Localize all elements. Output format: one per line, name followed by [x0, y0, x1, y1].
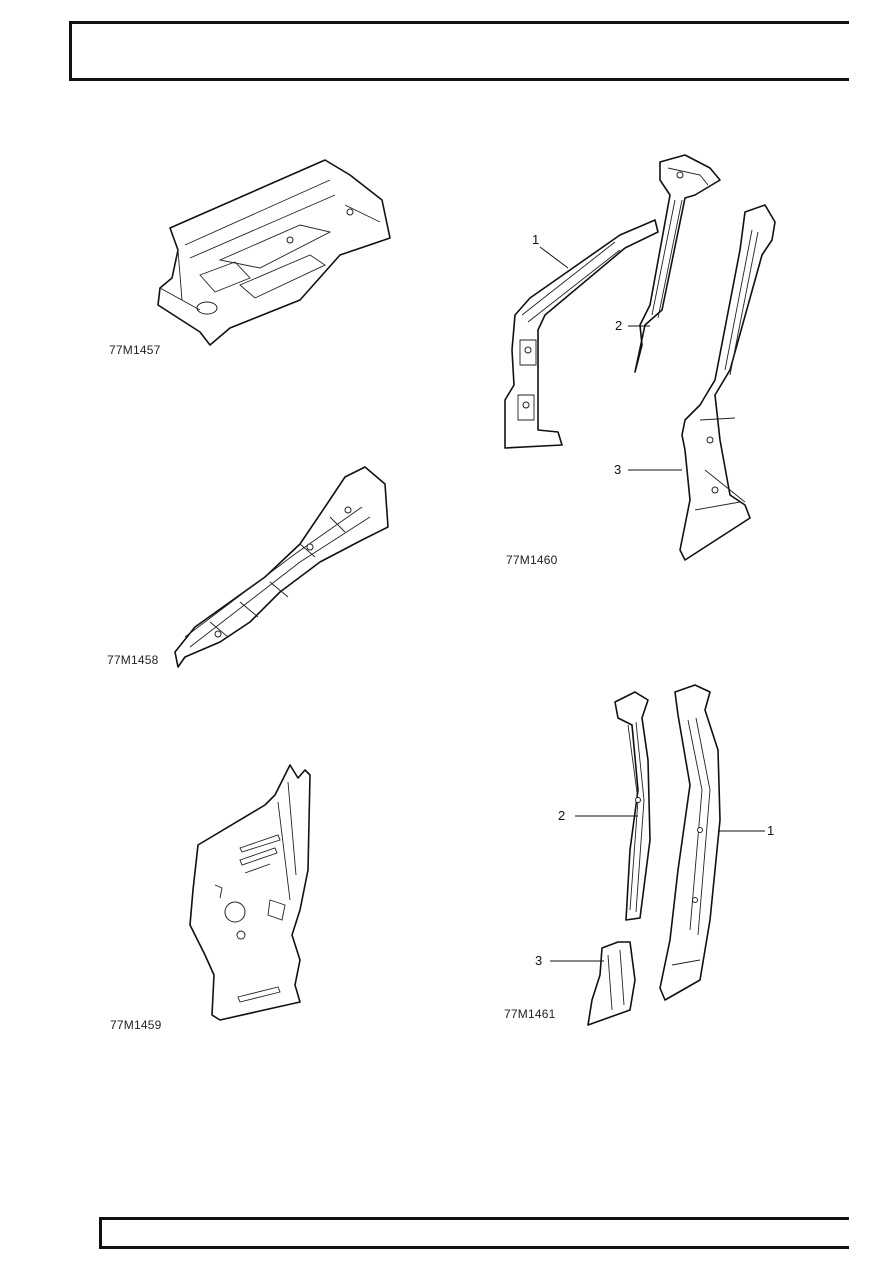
page-header-frame — [69, 21, 849, 81]
callout-label: 3 — [614, 462, 622, 477]
floor-panel-illustration — [157, 159, 391, 346]
figure-code-77m1458: 77M1458 — [107, 653, 159, 667]
figure-code-77m1460: 77M1460 — [506, 553, 558, 567]
callout-label: 1 — [532, 232, 540, 247]
callout-label: 3 — [535, 953, 543, 968]
figure-code-77m1457: 77M1457 — [109, 343, 161, 357]
figure-floor-panel: 77M1457 — [100, 150, 400, 365]
figure-code-77m1461: 77M1461 — [504, 1007, 556, 1021]
callout-label: 2 — [558, 808, 566, 823]
figure-pillar-reinforcements: 2 1 3 77M1461 — [500, 680, 810, 1030]
figure-code-77m1459: 77M1459 — [110, 1018, 162, 1032]
pillar-reinforcements-illustration — [550, 684, 765, 1026]
sill-member-illustration — [174, 466, 389, 668]
figure-sill-member: 77M1458 — [100, 462, 400, 677]
callout-label: 1 — [767, 823, 775, 838]
figure-side-panel: 77M1459 — [100, 760, 400, 1040]
callout-label: 2 — [615, 318, 623, 333]
side-panel-illustration — [189, 764, 311, 1021]
pillar-components-illustration — [504, 154, 776, 561]
figure-pillar-components: 1 2 3 77M1460 — [500, 150, 810, 570]
page-footer-frame — [99, 1217, 849, 1249]
